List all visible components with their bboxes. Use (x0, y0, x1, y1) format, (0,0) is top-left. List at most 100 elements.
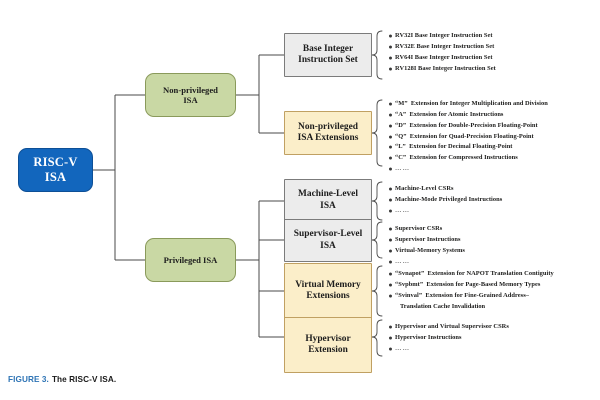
list-item: ● “L” Extension for Decimal Floating-Poi… (386, 142, 598, 153)
list-virtual-memory-extensions: ● “Svnapot” Extension for NAPOT Translat… (386, 269, 598, 311)
list-item: ● “M” Extension for Integer Multiplicati… (386, 99, 598, 110)
node-privileged-isa-label: Privileged ISA (163, 254, 218, 265)
list-item-text: “Svpbmt” Extension for Page-Based Memory… (395, 280, 541, 288)
list-item-text: “Q” Extension for Quad-Precision Floatin… (395, 132, 534, 140)
list-item-text: …… (395, 165, 411, 173)
list-item: ● “Svnapot” Extension for NAPOT Translat… (386, 269, 598, 280)
figure-title: The RISC-V ISA. (51, 375, 117, 384)
bullet-icon: ● (388, 225, 393, 233)
list-item-continuation: Translation Cache Invalidation (400, 302, 486, 310)
brace-hypervisor (371, 319, 383, 357)
list-item: ● “Svpbmt” Extension for Page-Based Memo… (386, 280, 598, 291)
list-item-text: RV32E Base Integer Instruction Set (395, 42, 495, 50)
list-item: ● Machine-Level CSRs (386, 184, 598, 195)
list-machine-level-isa: ● Machine-Level CSRs ● Machine-Mode Priv… (386, 184, 598, 217)
list-item-text: “C” Extension for Compressed Instruction… (395, 154, 518, 162)
list-item-text: …… (395, 344, 411, 352)
list-item: ● RV128I Base Integer Instruction Set (386, 64, 598, 75)
list-item: ● Machine-Mode Privileged Instructions (386, 195, 598, 206)
bullet-icon: ● (388, 154, 393, 163)
list-item-text: “Svinval” Extension for Fine-Grained Add… (395, 291, 529, 299)
bullet-icon: ● (388, 291, 393, 300)
bullet-icon: ● (388, 344, 393, 353)
bullet-icon: ● (388, 270, 393, 278)
bullet-icon: ● (388, 323, 393, 331)
list-item-text: …… (395, 257, 411, 265)
list-supervisor-level-isa: ● Supervisor CSRs ● Supervisor Instructi… (386, 224, 598, 267)
list-item-text: RV128I Base Integer Instruction Set (395, 64, 496, 72)
list-item-text: Machine-Mode Privileged Instructions (395, 195, 503, 203)
list-item: ● “Q” Extension for Quad-Precision Float… (386, 132, 598, 143)
list-item: ● Supervisor CSRs (386, 224, 598, 235)
list-item-text: RV64I Base Integer Instruction Set (395, 53, 493, 61)
brace-extensions (371, 99, 383, 167)
list-item-text: Virtual-Memory Systems (395, 246, 465, 254)
list-item-text: RV32I Base Integer Instruction Set (395, 32, 493, 39)
list-item: ● RV32E Base Integer Instruction Set (386, 42, 598, 53)
list-item: ● RV32I Base Integer Instruction Set (386, 31, 598, 42)
bullet-icon: ● (388, 100, 393, 108)
node-privileged-isa[interactable]: Privileged ISA (145, 238, 236, 282)
list-item-text: …… (395, 206, 411, 214)
bullet-icon: ● (388, 110, 393, 119)
bullet-icon: ● (388, 53, 393, 62)
list-item-text: “D” Extension for Double-Precision Float… (395, 121, 538, 129)
list-item: ● RV64I Base Integer Instruction Set (386, 53, 598, 64)
brace-base-integer (371, 30, 383, 80)
bullet-icon: ● (388, 143, 393, 152)
list-non-privileged-isa-extensions: ● “M” Extension for Integer Multiplicati… (386, 99, 598, 175)
list-item: ● Supervisor Instructions (386, 235, 598, 246)
list-item-text: Hypervisor and Virtual Supervisor CSRs (395, 323, 509, 330)
list-item-text: Supervisor CSRs (395, 225, 443, 232)
list-item-text: “L” Extension for Decimal Floating-Point (395, 143, 513, 151)
brace-machine (371, 181, 383, 221)
bullet-icon: ● (388, 132, 393, 141)
bullet-icon: ● (388, 32, 393, 40)
list-item: ● …… (386, 344, 598, 355)
list-item: ● …… (386, 206, 598, 217)
list-item-text: “M” Extension for Integer Multiplication… (395, 100, 548, 107)
bullet-icon: ● (388, 42, 393, 51)
bullet-icon: ● (388, 235, 393, 244)
list-item: ● “A” Extension for Atomic Instructions (386, 110, 598, 121)
list-item: ● Hypervisor and Virtual Supervisor CSRs (386, 322, 598, 333)
bullet-icon: ● (388, 165, 393, 174)
bullet-icon: ● (388, 64, 393, 73)
figure-caption: FIGURE 3.The RISC-V ISA. (8, 375, 116, 384)
bullet-icon: ● (388, 206, 393, 215)
brace-supervisor (371, 221, 383, 259)
bullet-icon: ● (388, 121, 393, 130)
list-item-text: “A” Extension for Atomic Instructions (395, 110, 504, 118)
bullet-icon: ● (388, 257, 393, 266)
bullet-icon: ● (388, 280, 393, 289)
bullet-icon: ● (388, 185, 393, 193)
list-item: ● …… (386, 164, 598, 175)
list-item: ● Virtual-Memory Systems (386, 246, 598, 257)
list-item: ● “Svinval” Extension for Fine-Grained A… (386, 291, 598, 302)
bullet-icon: ● (388, 246, 393, 255)
list-item-text: Supervisor Instructions (395, 235, 461, 243)
brace-vmem (371, 265, 383, 317)
list-item-text: Machine-Level CSRs (395, 185, 454, 192)
bullet-icon: ● (388, 333, 393, 342)
list-item-text: Hypervisor Instructions (395, 333, 462, 341)
figure-number: FIGURE 3. (8, 375, 49, 384)
list-base-integer-instruction-set: ● RV32I Base Integer Instruction Set ● R… (386, 31, 598, 74)
